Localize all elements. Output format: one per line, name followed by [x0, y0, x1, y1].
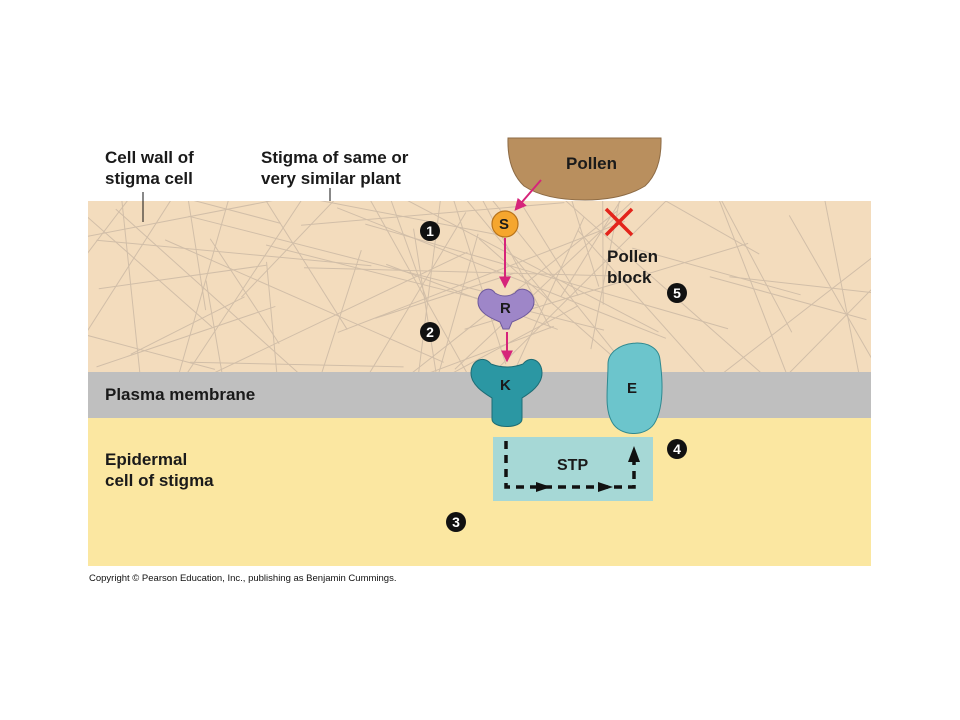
plasma-membrane-label: Plasma membrane	[105, 385, 256, 404]
r-receptor-label: R	[500, 300, 511, 317]
fiber-line	[664, 201, 760, 255]
pollen-grain	[507, 137, 662, 201]
pollen-label: Pollen	[566, 154, 618, 173]
k-receptor-kinase	[470, 358, 543, 427]
fiber-line	[365, 223, 729, 330]
fiber-line	[265, 201, 348, 330]
e-protein	[606, 342, 663, 434]
fiber-line	[193, 201, 281, 224]
fiber-line	[788, 215, 871, 359]
pollen-to-s-arrow	[514, 179, 542, 211]
stp-arrowhead-right-2	[598, 482, 613, 492]
fiber-line	[98, 264, 267, 290]
step-5-marker: 5	[667, 283, 687, 303]
fiber-line	[321, 250, 362, 372]
fiber-line	[96, 239, 372, 267]
fiber-line	[265, 244, 605, 331]
cell-wall-label-line-2: stigma cell	[105, 169, 193, 188]
fiber-line	[187, 201, 302, 372]
stp-arrowhead-right-1	[536, 482, 551, 492]
fiber-line	[178, 201, 229, 372]
fiber-line	[453, 201, 507, 365]
fiber-line	[214, 251, 468, 372]
copyright-notice: Copyright © Pearson Education, Inc., pub…	[89, 573, 397, 584]
epidermal-label-line-1: Epidermal	[105, 450, 188, 469]
step-3-marker: 3	[446, 512, 466, 532]
fiber-line	[209, 238, 280, 344]
fiber-line	[369, 212, 467, 372]
fiber-line	[721, 201, 793, 333]
cell-wall-fibers	[88, 201, 871, 372]
fiber-line	[560, 201, 621, 298]
epidermal-label-line-2: cell of stigma	[105, 471, 214, 490]
pollen-block-label-line-2: block	[607, 268, 652, 287]
stp-arrowhead-up	[628, 446, 640, 462]
fiber-line	[413, 228, 437, 372]
fiber-line	[88, 201, 171, 331]
stp-label: STP	[557, 457, 589, 474]
stp-signal-box	[493, 437, 653, 501]
fiber-line	[88, 201, 128, 254]
fiber-line	[190, 361, 404, 368]
fiber-line	[719, 201, 787, 372]
fiber-line	[241, 201, 335, 298]
fiber-line	[412, 209, 619, 372]
fiber-line	[121, 201, 141, 372]
fiber-line	[319, 201, 501, 236]
fiber-line	[88, 335, 216, 370]
fiber-line	[438, 233, 479, 372]
fiber-line	[577, 230, 706, 372]
k-receptor-label: K	[500, 377, 511, 394]
fiber-line	[375, 272, 516, 319]
step-1-marker: 1	[420, 221, 440, 241]
stigma-label-line-2: very similar plant	[261, 169, 401, 188]
fiber-line	[729, 276, 871, 293]
fiber-line	[565, 201, 761, 372]
e-protein-label: E	[627, 380, 638, 397]
fiber-line	[88, 216, 213, 328]
fiber-line	[337, 220, 625, 333]
cell-wall-label-line-1: Cell wall of	[105, 148, 194, 167]
fiber-line	[824, 201, 860, 372]
epidermal-cell-label: Epidermal cell of stigma	[105, 449, 214, 491]
s-molecule-label: S	[499, 216, 510, 233]
fiber-line	[602, 201, 604, 305]
cell-wall-region	[88, 201, 871, 372]
fiber-line	[493, 201, 667, 372]
fiber-line	[130, 296, 245, 355]
fiber-line	[478, 238, 632, 372]
stigma-label-line-1: Stigma of same or	[261, 148, 409, 167]
fiber-line	[96, 305, 276, 368]
fiber-line	[390, 201, 428, 300]
s-molecule	[491, 210, 519, 238]
fiber-line	[723, 257, 871, 372]
fiber-line	[632, 247, 801, 296]
fiber-line	[370, 201, 467, 372]
stigma-label: Stigma of same or very similar plant	[261, 147, 408, 189]
fiber-line	[418, 201, 441, 372]
fiber-line	[115, 208, 298, 372]
fiber-line	[709, 276, 867, 321]
fiber-line	[188, 215, 539, 307]
fiber-line	[164, 239, 444, 363]
fiber-line	[789, 289, 871, 372]
fiber-line	[336, 207, 667, 339]
fiber-line	[407, 201, 659, 333]
fiber-line	[304, 267, 621, 277]
pollen-block-label: Pollen block	[607, 246, 658, 288]
stp-dashed-path	[504, 441, 636, 489]
pollen-block-label-line-1: Pollen	[607, 247, 659, 266]
epidermal-cell-region	[88, 418, 871, 566]
step-4-marker: 4	[667, 439, 687, 459]
fiber-line	[430, 325, 554, 372]
step-2-marker: 2	[420, 322, 440, 342]
fiber-line	[482, 201, 551, 329]
fiber-line	[571, 201, 600, 287]
cell-wall-label: Cell wall of stigma cell	[105, 147, 194, 189]
pollen-block-x-stroke-2	[604, 207, 634, 237]
r-receptor	[477, 288, 535, 330]
